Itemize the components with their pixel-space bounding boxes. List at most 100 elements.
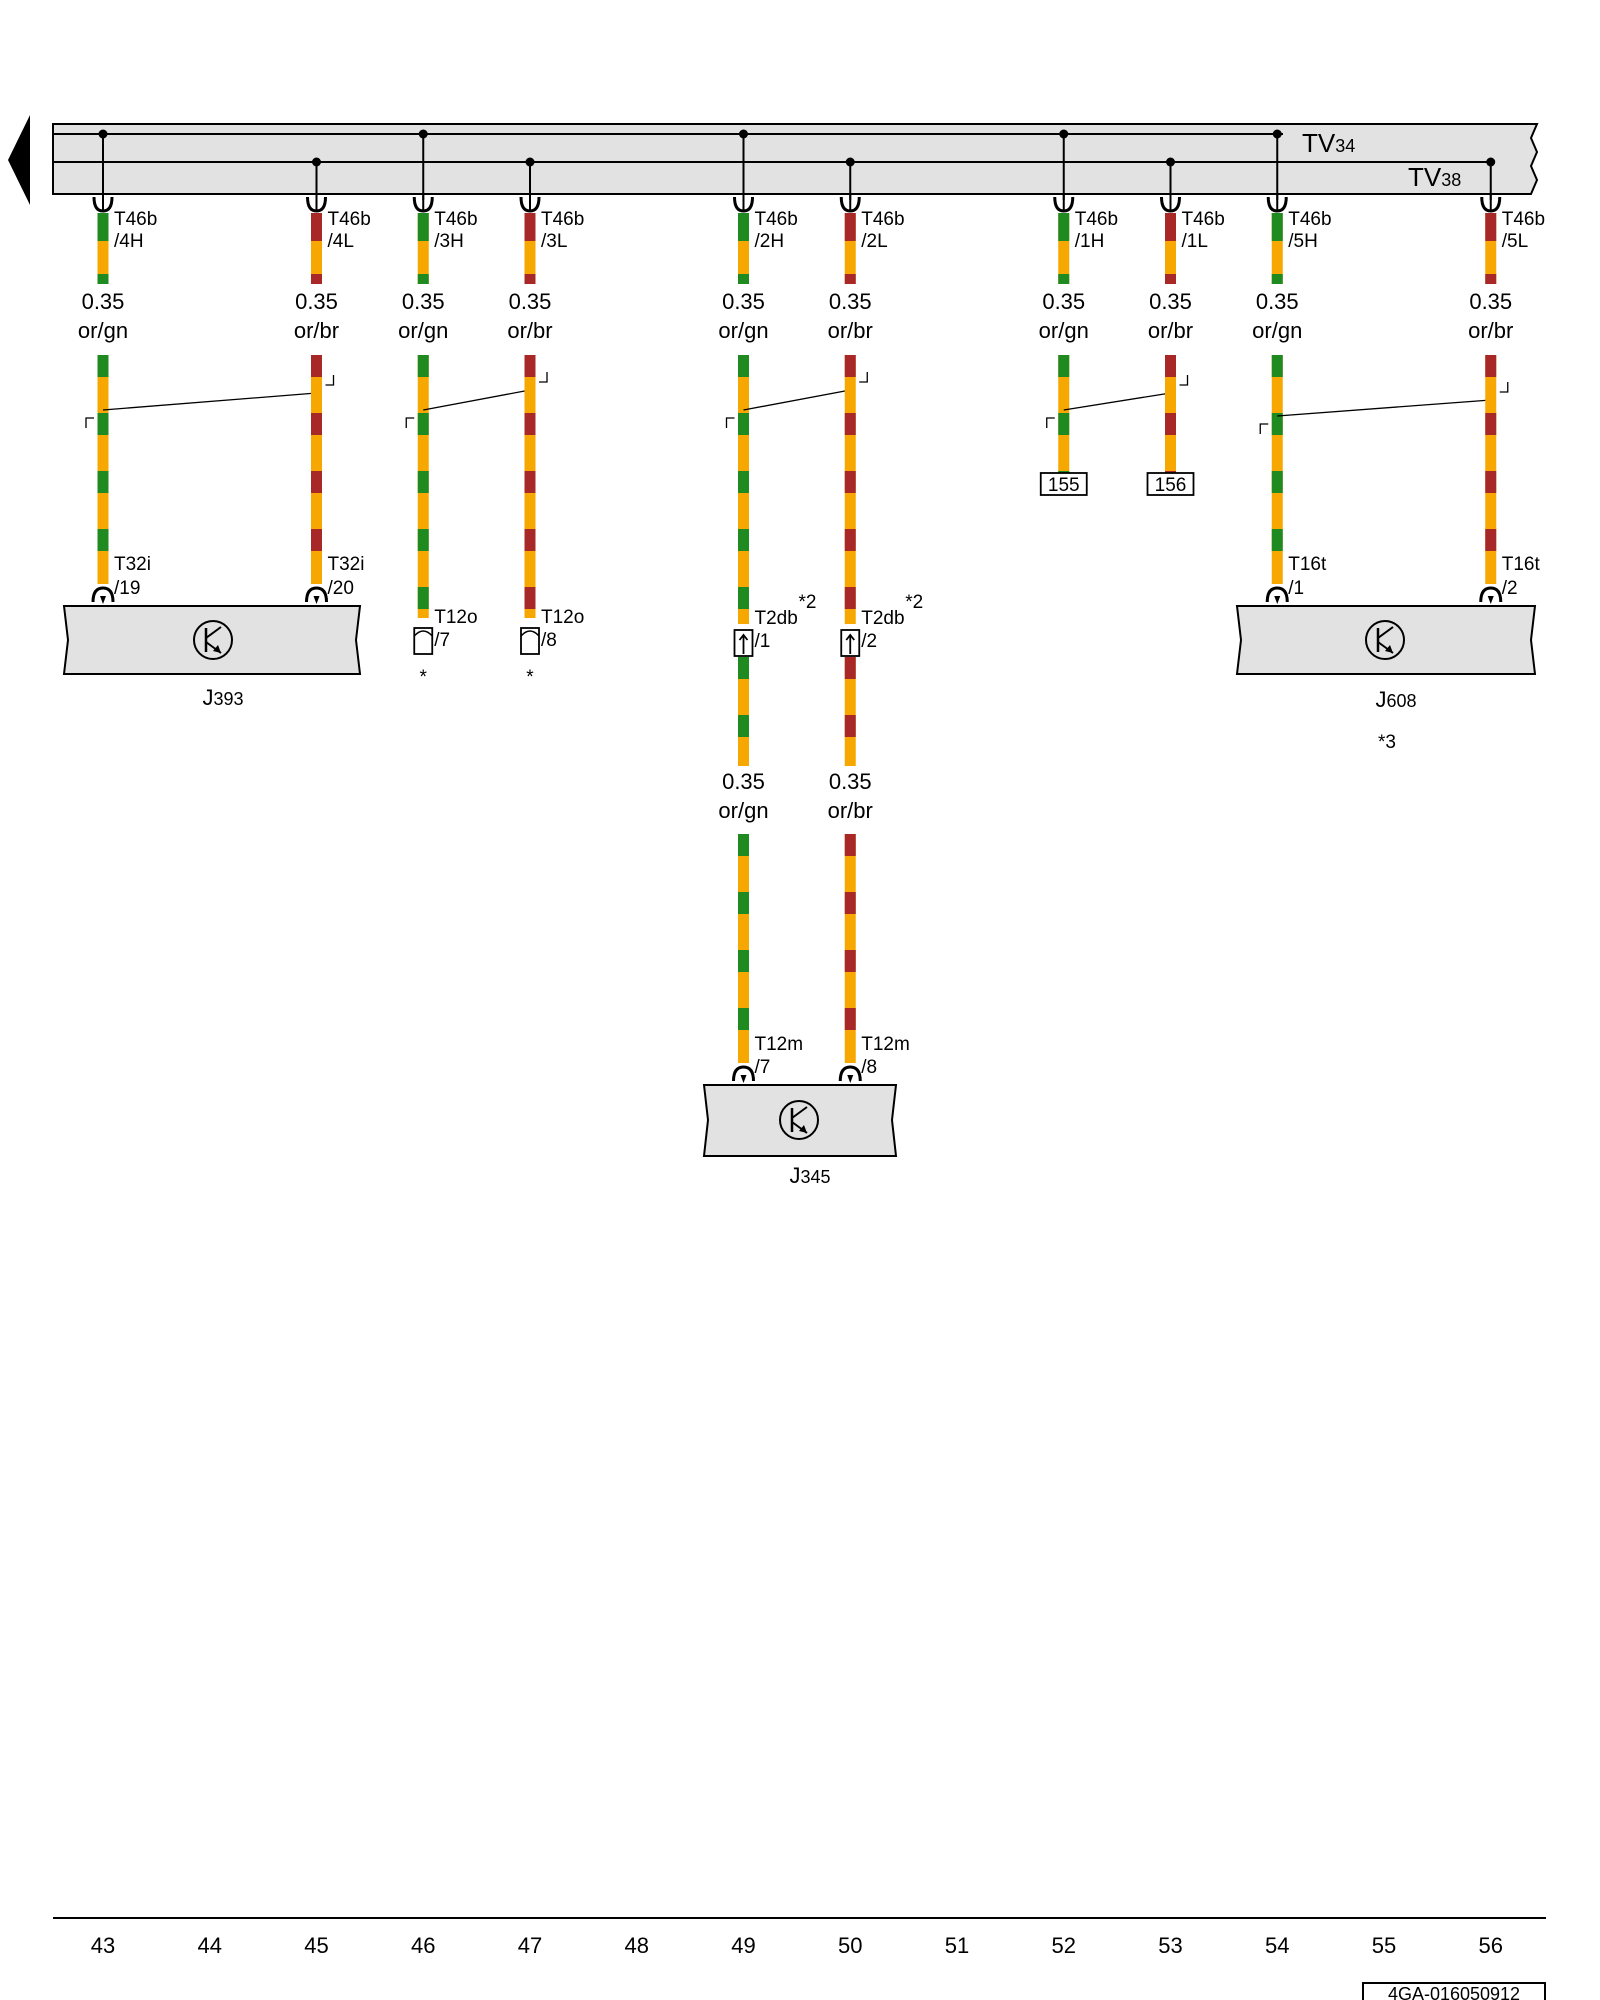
wire-stripe — [1485, 413, 1497, 435]
bus-junction — [739, 129, 748, 139]
bottom-pin-label: /7 — [755, 1057, 771, 1078]
wire-size-label: 0.35 — [829, 769, 872, 794]
column-number: 54 — [1265, 1933, 1289, 1958]
j345-prefix: J — [789, 1163, 800, 1188]
top-pin-label: /5L — [1502, 231, 1528, 252]
wire-stripe — [844, 657, 856, 679]
bus-tv38-sub: 38 — [1441, 170, 1461, 190]
component-j345[interactable]: J345 — [702, 1084, 898, 1188]
connector-socket-icon — [838, 1065, 862, 1082]
wire-stripe — [738, 274, 749, 284]
wire-color-label: or/gn — [78, 318, 128, 343]
wire-stripe — [844, 213, 856, 241]
top-pin-label: /3L — [541, 231, 567, 252]
j608-sub: 608 — [1386, 691, 1416, 711]
wire-size-label: 0.35 — [1256, 289, 1299, 314]
bottom-connector-label: T12o — [434, 607, 477, 628]
wire-note: * — [420, 667, 428, 688]
wire-stripe — [738, 950, 749, 972]
j608-note: *3 — [1378, 732, 1396, 753]
twisted-pair-line — [743, 389, 851, 411]
mid-connector-label: T2db — [861, 608, 904, 629]
top-connector-label: T46b — [1502, 209, 1545, 230]
j393-prefix: J — [202, 685, 213, 710]
twist-bracket — [1046, 417, 1055, 428]
connector-pin — [1487, 596, 1494, 604]
mid-connector-label: T2db — [755, 608, 798, 629]
wire-stripe — [844, 413, 856, 435]
wire-color-label: or/br — [507, 318, 552, 343]
top-pin-label: /1H — [1075, 231, 1105, 252]
wire-segment — [738, 834, 749, 1063]
wire-stripe — [417, 274, 429, 284]
wire-segment — [844, 657, 856, 766]
page-reference-box[interactable]: 156 — [1146, 472, 1195, 496]
mid-pin-label: /1 — [755, 631, 771, 652]
twist-bracket — [85, 417, 94, 428]
pin-shape-icon — [520, 630, 540, 637]
wire-segment — [1485, 355, 1497, 584]
wire-stripe — [524, 529, 536, 551]
wire-color-label: or/gn — [718, 798, 768, 823]
wire-stripe — [844, 834, 856, 856]
wire-segment — [311, 355, 322, 584]
doc-id: 4GA-016050912 — [1388, 1984, 1520, 2000]
wire-stripe — [524, 213, 536, 241]
connector-pin — [847, 1075, 854, 1083]
top-connector-label: T46b — [434, 209, 477, 230]
column-number: 49 — [731, 1933, 755, 1958]
wire-stripe — [311, 471, 322, 493]
top-connector-label: T46b — [541, 209, 584, 230]
page-reference-label: 156 — [1155, 475, 1187, 496]
bottom-pin-label: /8 — [541, 630, 557, 651]
bus-junction — [845, 157, 855, 167]
wire-stripe — [311, 529, 322, 551]
column-number: 55 — [1372, 1933, 1396, 1958]
top-connector-label: T46b — [755, 209, 798, 230]
previous-page-arrow-icon[interactable] — [8, 115, 30, 205]
bus-junction — [525, 157, 535, 167]
doc-id-box — [1362, 1982, 1546, 2000]
wire-stripe — [97, 529, 109, 551]
component-j393[interactable]: J393 — [62, 605, 362, 710]
inline-connector-icon — [520, 627, 540, 655]
wire-segment — [97, 213, 109, 284]
wire-stripe — [844, 715, 856, 737]
twisted-pair-line — [1063, 392, 1171, 411]
wire-stripe — [844, 471, 856, 493]
page-reference-box[interactable]: 155 — [1039, 472, 1088, 496]
column-number: 46 — [411, 1933, 435, 1958]
bottom-pin-label: /7 — [434, 630, 450, 651]
wire-stripe — [1058, 213, 1070, 241]
top-pin-label: /4H — [114, 231, 144, 252]
arrow-icon — [738, 633, 749, 654]
wire-stripe — [738, 529, 749, 551]
column-number: 56 — [1479, 1933, 1503, 1958]
wire-stripe — [738, 892, 749, 914]
wire-size-label: 0.35 — [295, 289, 338, 314]
transistor-icon — [193, 620, 233, 660]
wire-stripe — [738, 355, 749, 377]
wire-stripe — [1485, 355, 1497, 377]
wire-stripe — [1485, 529, 1497, 551]
wire-stripe — [738, 413, 749, 435]
wire-size-label: 0.35 — [829, 289, 872, 314]
wire-stripe — [1165, 213, 1176, 241]
bottom-connector-label: T32i — [328, 554, 365, 575]
wire-stripe — [844, 1008, 856, 1030]
column-number: 51 — [945, 1933, 969, 1958]
wire-stripe — [1271, 213, 1283, 241]
wire-color-label: or/gn — [1252, 318, 1302, 343]
twisted-pair-line — [423, 389, 531, 411]
connector-socket-icon — [1479, 586, 1503, 603]
wire-stripe — [738, 471, 749, 493]
wire-stripe — [524, 355, 536, 377]
bus-tv34-prefix: TV — [1302, 128, 1336, 158]
wire-color-label: or/br — [828, 798, 873, 823]
wire-color-label: or/br — [1148, 318, 1193, 343]
twist-bracket — [859, 372, 868, 383]
svg-text:TV34: TV34 — [1302, 128, 1355, 158]
wire-stripe — [417, 529, 429, 551]
bottom-connector-label: T12m — [861, 1034, 910, 1055]
component-j608[interactable]: J608 *3 — [1235, 605, 1537, 753]
